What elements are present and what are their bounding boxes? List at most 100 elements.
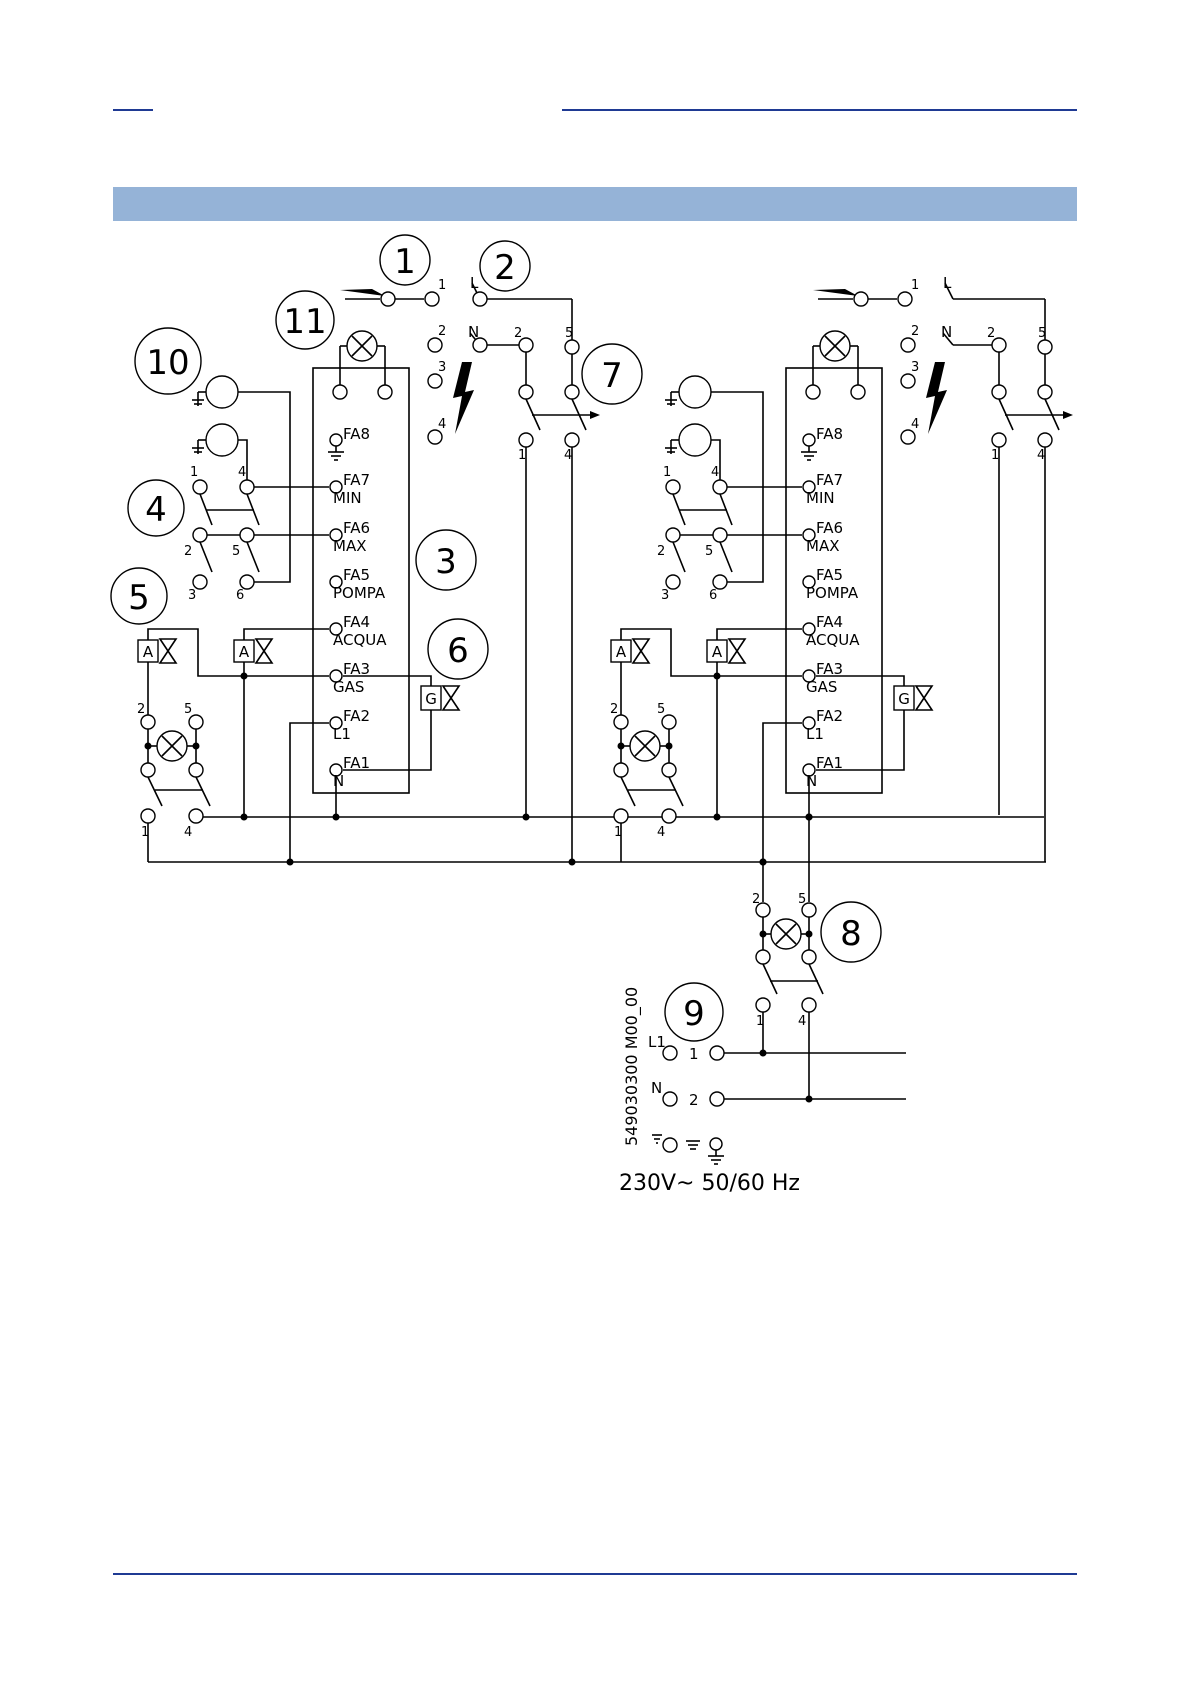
svg-text:2: 2 xyxy=(987,326,995,341)
document-code: 549030300 M00_00 xyxy=(622,987,642,1146)
reset-lamp xyxy=(820,331,850,361)
svg-text:2: 2 xyxy=(610,702,618,717)
svg-text:5: 5 xyxy=(184,702,192,717)
left-burner: 1 2 11 10 4 5 3 6 7 1 2 3 4 L xyxy=(111,235,1046,866)
svg-text:FA8: FA8 xyxy=(816,425,843,443)
svg-text:2: 2 xyxy=(657,544,665,559)
callout-5: 5 xyxy=(111,568,167,624)
callout-2: 2 xyxy=(480,241,530,291)
svg-text:GAS: GAS xyxy=(806,678,837,696)
svg-text:1: 1 xyxy=(518,448,526,463)
level-probe-icon xyxy=(665,424,711,456)
svg-text:ACQUA: ACQUA xyxy=(806,631,860,649)
callout-11: 11 xyxy=(276,291,334,349)
lightning-icon xyxy=(926,362,947,434)
callout-6: 6 xyxy=(428,619,488,679)
callout-7: 7 xyxy=(582,344,642,404)
svg-text:8: 8 xyxy=(840,914,862,954)
svg-text:4: 4 xyxy=(438,417,446,432)
svg-text:5: 5 xyxy=(128,578,150,618)
svg-text:FA2: FA2 xyxy=(343,707,370,725)
svg-text:6: 6 xyxy=(709,588,717,603)
svg-text:2: 2 xyxy=(689,1091,699,1109)
svg-text:FA7: FA7 xyxy=(343,471,370,489)
svg-text:GAS: GAS xyxy=(333,678,364,696)
svg-text:4: 4 xyxy=(145,490,167,530)
lightning-icon xyxy=(453,362,474,434)
gas-valve: G xyxy=(421,686,459,710)
svg-text:2: 2 xyxy=(514,326,522,341)
svg-text:1: 1 xyxy=(911,278,919,293)
svg-text:FA4: FA4 xyxy=(343,613,370,631)
svg-text:G: G xyxy=(898,690,910,708)
main-switch-lamp xyxy=(771,919,801,949)
svg-text:L1: L1 xyxy=(648,1033,666,1051)
svg-text:6: 6 xyxy=(447,631,469,671)
ground-icon xyxy=(652,1135,724,1164)
supply-rating: 230V~ 50/60 Hz xyxy=(619,1171,800,1196)
svg-text:N: N xyxy=(651,1079,662,1097)
svg-text:MIN: MIN xyxy=(806,489,835,507)
svg-text:1: 1 xyxy=(663,465,671,480)
svg-text:2: 2 xyxy=(137,702,145,717)
svg-text:4: 4 xyxy=(238,465,246,480)
callout-3: 3 xyxy=(416,530,476,590)
svg-text:4: 4 xyxy=(911,417,919,432)
svg-text:FA5: FA5 xyxy=(816,566,843,584)
svg-text:POMPA: POMPA xyxy=(333,584,386,602)
svg-text:FA4: FA4 xyxy=(816,613,843,631)
board-terminal-FA3: FA3GAS xyxy=(803,660,843,696)
board-terminal-FA6: FA6MAX xyxy=(330,519,370,555)
svg-text:FA5: FA5 xyxy=(343,566,370,584)
svg-text:POMPA: POMPA xyxy=(806,584,859,602)
svg-text:1: 1 xyxy=(689,1045,699,1063)
level-probe-icon xyxy=(192,376,238,408)
svg-text:5: 5 xyxy=(232,544,240,559)
svg-text:2: 2 xyxy=(438,324,446,339)
svg-text:4: 4 xyxy=(798,1014,806,1029)
water-valve: A xyxy=(138,639,176,663)
main-switch: 8 2 5 1 4 xyxy=(752,814,881,1100)
svg-text:2: 2 xyxy=(911,324,919,339)
callout-9: 9 xyxy=(665,983,723,1041)
svg-text:MAX: MAX xyxy=(333,537,366,555)
svg-text:1: 1 xyxy=(394,242,416,282)
svg-text:A: A xyxy=(712,643,723,661)
svg-text:ACQUA: ACQUA xyxy=(333,631,387,649)
callout-10: 10 xyxy=(135,328,201,394)
svg-text:3: 3 xyxy=(438,360,446,375)
water-valve: A xyxy=(234,639,272,663)
callout-8: 8 xyxy=(821,902,881,962)
gas-valve: G xyxy=(894,686,932,710)
svg-text:FA7: FA7 xyxy=(816,471,843,489)
callout-4: 4 xyxy=(128,480,184,536)
svg-text:1: 1 xyxy=(190,465,198,480)
board-terminal-FA8: FA8 xyxy=(801,425,843,460)
svg-text:5: 5 xyxy=(1038,326,1046,341)
level-probe-icon xyxy=(665,376,711,408)
svg-text:FA6: FA6 xyxy=(816,519,843,537)
pilot-lamp xyxy=(157,731,187,761)
svg-text:FA2: FA2 xyxy=(816,707,843,725)
svg-text:10: 10 xyxy=(146,343,189,383)
water-valve: A xyxy=(611,639,649,663)
pilot-lamp xyxy=(630,731,660,761)
svg-text:9: 9 xyxy=(683,994,705,1034)
svg-text:A: A xyxy=(143,643,154,661)
reset-lamp xyxy=(347,331,377,361)
svg-text:4: 4 xyxy=(657,825,665,840)
svg-text:4: 4 xyxy=(711,465,719,480)
svg-text:5: 5 xyxy=(657,702,665,717)
svg-text:N: N xyxy=(333,772,344,790)
svg-text:N: N xyxy=(806,772,817,790)
svg-text:MAX: MAX xyxy=(806,537,839,555)
svg-text:4: 4 xyxy=(184,825,192,840)
